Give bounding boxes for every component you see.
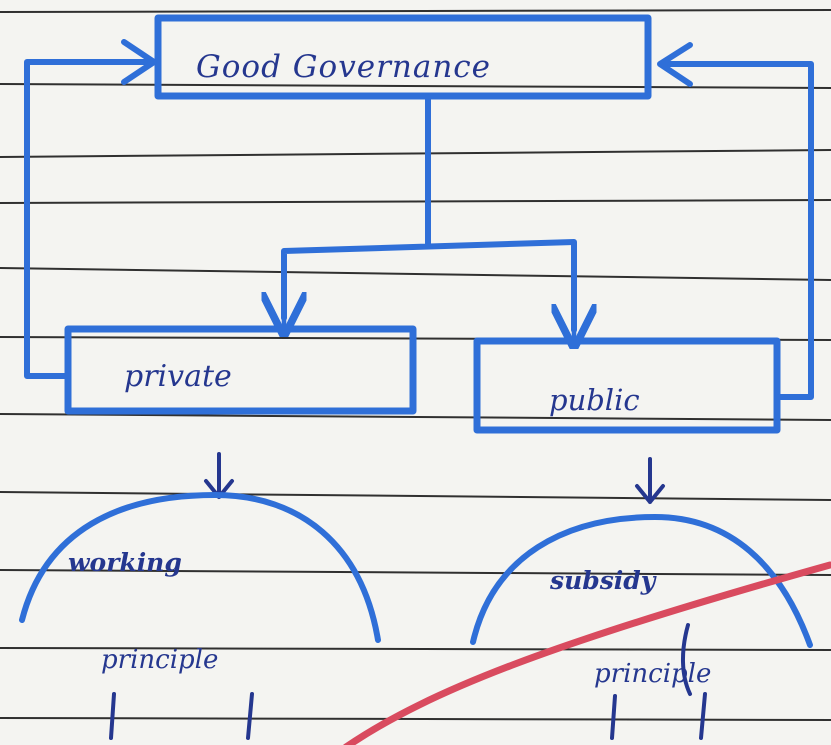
notebook-rule-line <box>0 413 831 421</box>
notebook-rule-line <box>0 199 831 204</box>
feedback-right-arrow <box>657 42 693 87</box>
notebook-rule-line <box>0 9 831 13</box>
private-down-arrow <box>204 452 234 499</box>
notebook-rule-line <box>0 647 831 651</box>
notebook-rule-line <box>0 83 831 89</box>
public-principle-line-1: subsidy <box>550 566 656 595</box>
good-governance-label: Good Governance <box>196 49 492 85</box>
public-down-arrow <box>635 457 665 504</box>
private-principle-strokes <box>109 692 254 740</box>
private-label: private <box>124 359 232 394</box>
feedback-left-loop <box>24 59 151 379</box>
center-connector <box>281 94 577 333</box>
good-governance-box <box>154 14 652 100</box>
notebook-rule-line <box>0 267 831 281</box>
private-principle-line-1: working <box>68 548 182 577</box>
feedback-right-loop <box>659 61 814 400</box>
notebook-rule-line <box>0 491 831 501</box>
feedback-left-arrow <box>121 39 157 85</box>
private-box <box>64 325 417 415</box>
private-principle-arc <box>19 491 381 643</box>
notebook-rule-line <box>0 569 831 576</box>
public-principle-strokes <box>610 623 707 740</box>
private-principle-line-2: principle <box>101 645 219 675</box>
public-box <box>473 337 781 434</box>
notebook-rule-line <box>0 149 831 158</box>
public-principle-line-2: principle <box>594 659 712 689</box>
public-label: public <box>549 383 640 417</box>
notebook-rule-line <box>0 717 831 721</box>
red-correction-mark <box>343 561 831 745</box>
